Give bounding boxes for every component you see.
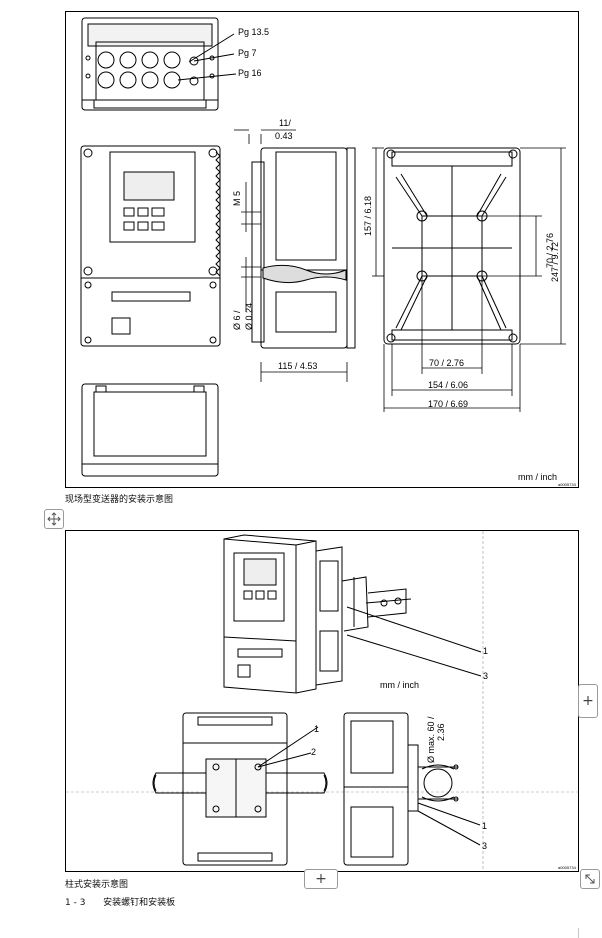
dim-pipe-max-inch: 2.36 [436,723,446,741]
caption-field-mounting: 现场型变送器的安装示意图 [65,495,174,505]
dim-247: 247 / 9.72 [550,242,560,282]
caption-item-number: 1 - 3 [65,898,86,908]
dim-11: 11/ [279,118,291,128]
resize-handle[interactable] [580,869,600,889]
figure-2-code: a0005734 [558,865,577,870]
side-callout-1: 1 [482,821,487,831]
dim-170: 170 / 6.69 [428,399,468,409]
front-callout-1: 1 [314,724,319,734]
plus-icon-2: + [315,871,327,887]
page-edge-mark [578,928,579,938]
figure-pipe-mounting: 1 3 mm / inch 1 2 Ø max. 60 / 2.36 1 3 [65,530,579,872]
front-callout-2: 2 [311,747,316,757]
caption-item-text: 安装螺钉和安装板 [103,898,176,908]
move-handle[interactable] [44,509,64,529]
add-below-button[interactable]: + [304,869,338,889]
callout-pg-16: Pg 16 [238,68,262,78]
dim-dia-6: Ø 6 / [232,310,242,330]
units-label-1: mm / inch [518,472,557,482]
units-label-2: mm / inch [380,680,419,690]
figure-1-drawing: Pg 13.5 Pg 7 Pg 16 [80,17,577,487]
expand-right-button[interactable]: + [578,684,598,718]
dim-70-vertical: 70 / 2.76 [545,233,555,268]
dim-154: 154 / 6.06 [428,380,468,390]
figure-2-drawing: 1 3 mm / inch 1 2 Ø max. 60 / 2.36 1 3 [66,531,578,871]
iso-callout-3: 3 [483,671,488,681]
dim-dia-0-24: Ø 0.24 [244,303,254,330]
dim-157: 157 / 6.18 [363,196,373,236]
dim-0-43: 0.43 [275,131,293,141]
dim-115: 115 / 4.53 [278,361,317,371]
move-icon [47,512,61,526]
callout-pg-7: Pg 7 [238,48,257,58]
iso-callout-1: 1 [483,646,488,656]
dim-70-horizontal: 70 / 2.76 [429,358,464,368]
resize-icon [585,874,595,884]
figure-field-housing-dimensions: Pg 13.5 Pg 7 Pg 16 [65,11,579,488]
side-callout-3: 3 [482,841,487,851]
plus-icon: + [582,693,594,709]
figure-1-code: a0005733 [558,482,577,487]
caption-item-list: 1 - 3 安装螺钉和安装板 [65,895,175,908]
caption-pipe-mounting: 柱式安装示意图 [65,880,129,890]
callout-pg-13-5: Pg 13.5 [238,27,269,37]
dim-pipe-max: Ø max. 60 / [426,716,436,763]
dim-m5: M 5 [232,191,242,206]
